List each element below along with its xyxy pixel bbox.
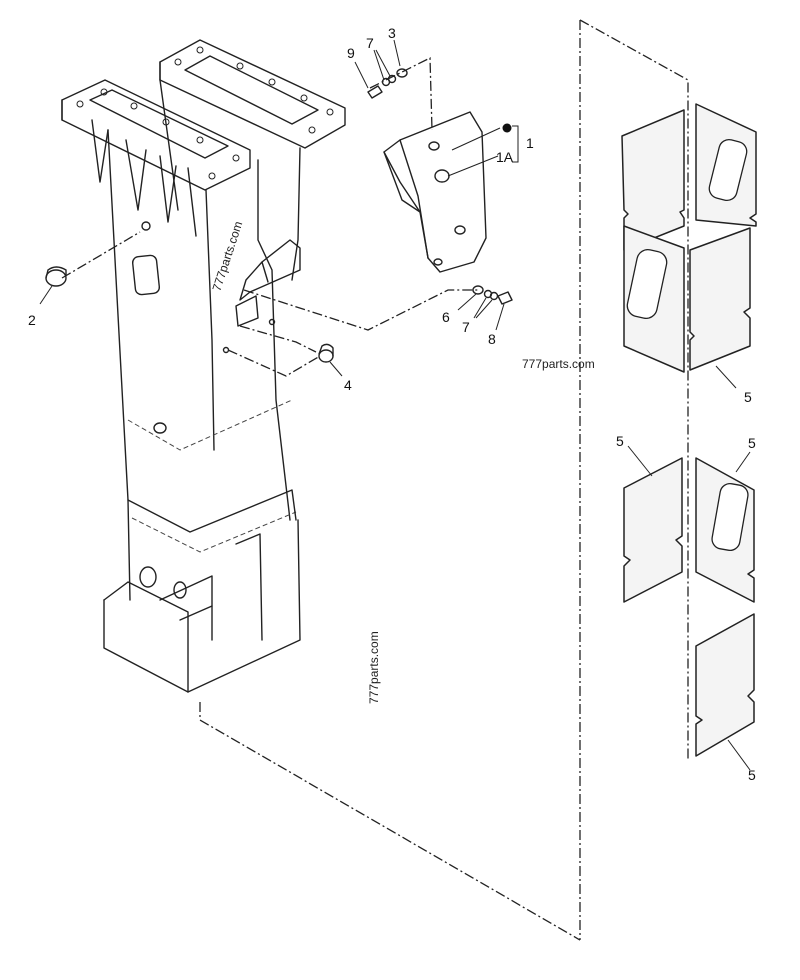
side-bracket — [383, 111, 512, 273]
callout-1: 1 — [526, 135, 534, 151]
hardware-bottom — [472, 285, 513, 305]
flange-bolt-holes — [76, 46, 334, 180]
callout-1a: 1A — [496, 149, 514, 165]
dot-marker — [502, 123, 512, 133]
leader-lines — [39, 39, 751, 771]
callout-9: 9 — [347, 45, 355, 61]
callout-5-right: 5 — [748, 435, 756, 451]
callout-5-bottom: 5 — [748, 767, 756, 783]
plug-4 — [318, 343, 334, 363]
callout-6: 6 — [442, 309, 450, 325]
watermark-housing: 777parts.com — [210, 219, 246, 292]
plug-2 — [45, 266, 67, 287]
callout-8: 8 — [488, 331, 496, 347]
breaker-housing — [61, 39, 346, 693]
callout-7-bottom: 7 — [462, 319, 470, 335]
callout-5-left: 5 — [616, 433, 624, 449]
watermark-bottom: 777parts.com — [367, 631, 381, 704]
wear-plates — [621, 103, 757, 757]
callout-7-top: 7 — [366, 35, 374, 51]
callout-2: 2 — [28, 312, 36, 328]
callout-5-top: 5 — [744, 389, 752, 405]
center-lines — [61, 19, 689, 941]
watermark-plates: 777parts.com — [522, 357, 595, 371]
callout-3: 3 — [388, 25, 396, 41]
callout-4: 4 — [344, 377, 352, 393]
hardware-top — [367, 68, 408, 99]
